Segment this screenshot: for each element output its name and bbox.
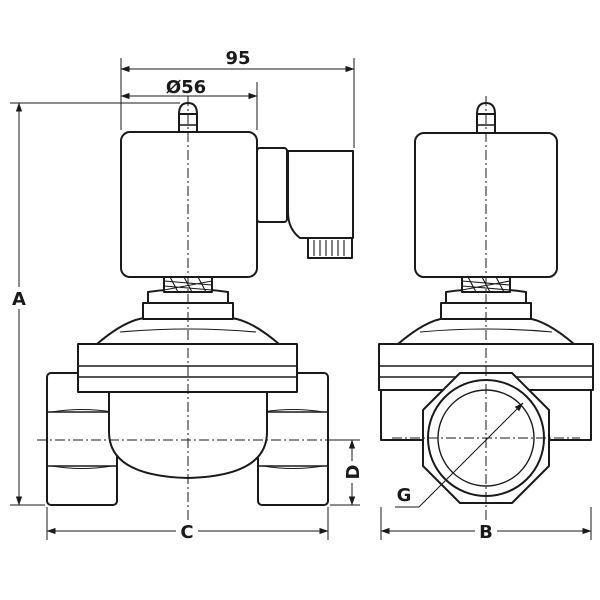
dimension-b: B [380,507,592,543]
dimension-c: C [46,507,329,543]
label-diameter-56: Ø56 [166,77,206,98]
label-c: C [180,522,193,543]
dimension-d: D [330,439,364,506]
label-95: 95 [225,48,250,69]
dimension-a: A [8,102,180,506]
label-d: D [343,465,364,480]
dimension-diameter-56: Ø56 [120,77,258,130]
din-connector [256,147,354,259]
dimension-95: 95 [120,48,355,148]
front-view [37,96,354,522]
label-a: A [12,289,26,310]
coil [120,131,258,278]
label-b: B [479,522,493,543]
dimension-g: G [395,402,524,508]
label-g: G [397,485,412,506]
right-port [257,372,329,506]
side-view [378,96,594,522]
